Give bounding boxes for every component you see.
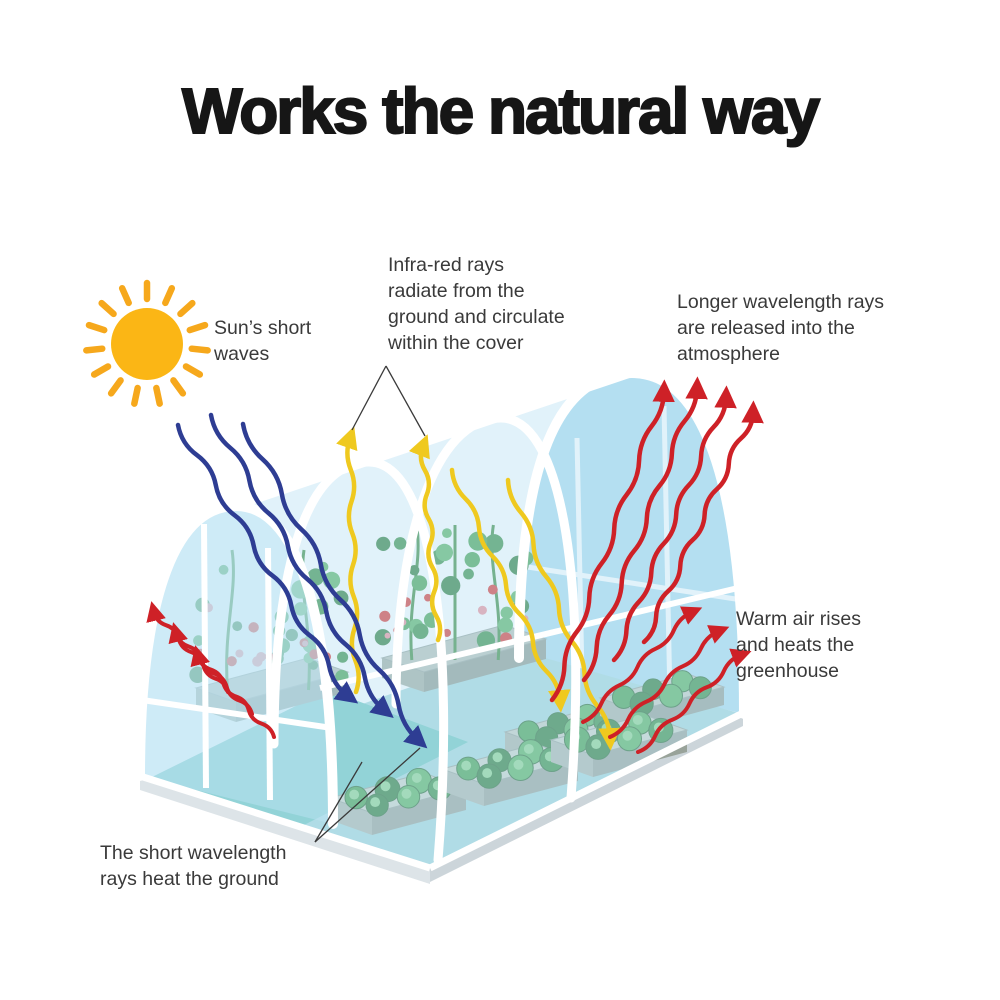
label-suns-short-waves: Sun’s short waves: [214, 316, 344, 368]
label-line: waves: [214, 342, 270, 365]
label-short-wavelength: The short wavelength rays heat the groun…: [100, 841, 325, 893]
pointer-lines: [314, 365, 426, 843]
label-line: within the cover: [388, 331, 524, 354]
label-line: The short wavelength: [100, 842, 287, 864]
label-line: Longer wavelength rays: [677, 291, 885, 313]
page-title: Works the natural way: [181, 74, 821, 148]
label-line: radiate from the: [388, 279, 525, 302]
warm-air-arrows: [581, 606, 752, 754]
label-infrared-rays: Infra-red rays radiate from the ground a…: [388, 253, 618, 357]
pointer-line: [351, 365, 387, 431]
label-longer-wavelength: Longer wavelength rays are released into…: [677, 290, 922, 368]
sun-shortwave-arrows: [175, 412, 428, 749]
label-line: and heats the: [736, 633, 855, 656]
label-warm-air: Warm air rises and heats the greenhouse: [736, 607, 896, 685]
label-line: Warm air rises: [736, 608, 861, 630]
infrared-circulation-arrows: [336, 426, 621, 751]
pointer-line: [385, 365, 426, 437]
label-line: Sun’s short: [214, 317, 312, 339]
pointer-line: [314, 747, 421, 843]
label-line: are released into the: [677, 316, 855, 339]
label-line: greenhouse: [736, 659, 840, 682]
label-line: atmosphere: [677, 342, 780, 365]
label-line: ground and circulate: [388, 305, 565, 328]
label-line: rays heat the ground: [100, 867, 279, 890]
longwave-release-arrows: [549, 376, 764, 703]
pointer-line: [314, 761, 363, 843]
ground-heat-arrows: [146, 601, 276, 739]
label-line: Infra-red rays: [388, 254, 504, 276]
greenhouse-illustration: [135, 367, 749, 884]
sun-icon: [83, 279, 211, 407]
